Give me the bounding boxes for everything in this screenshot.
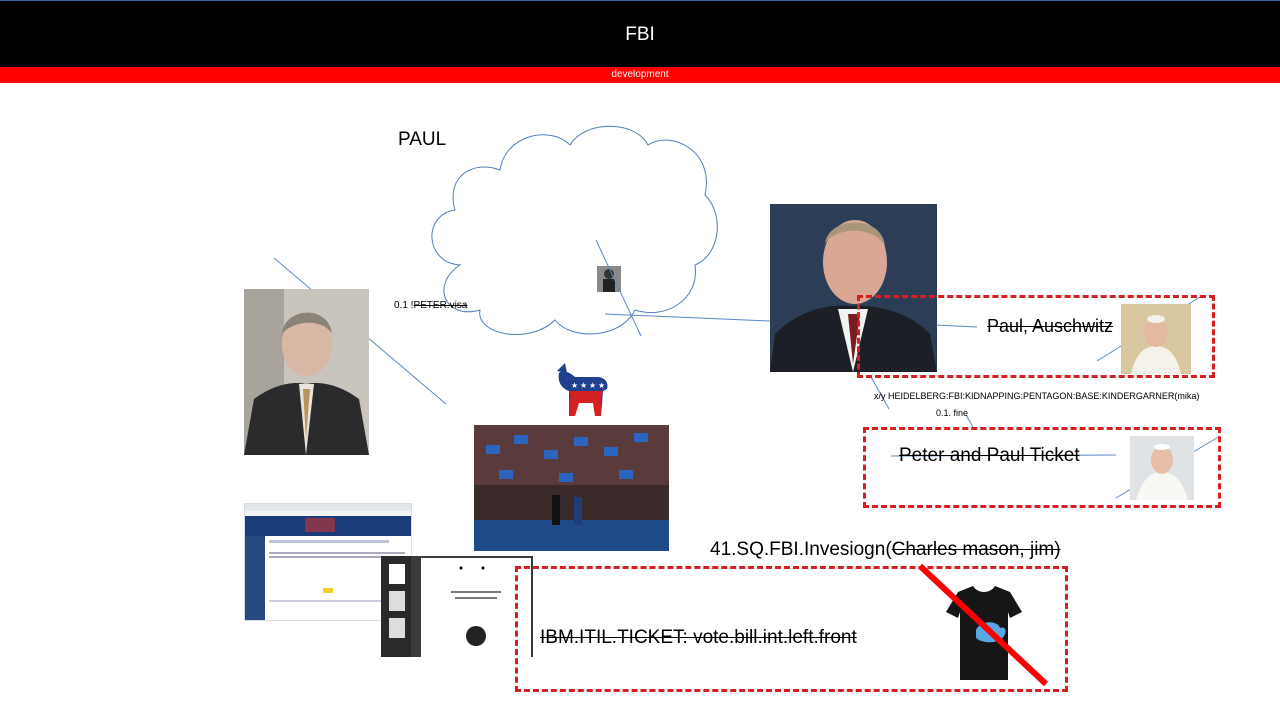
cloud-shape [431,125,718,335]
investigation-struck: Charles mason, jim) [891,539,1061,560]
svg-text:★: ★ [571,381,578,390]
header-bar [0,0,1280,67]
democratic-donkey-logo: ★★★★ [553,361,611,418]
page-title: FBI [625,24,655,45]
investigation-label: 41.SQ.FBI.Invesiogn(Charles mason, jim) [710,539,1061,561]
convention-crowd-photo [474,425,669,551]
ticket-box [863,427,1221,508]
path-label: x/y HEIDELBERG:FBI:KIDNAPPING:PENTAGON:B… [874,391,1200,401]
paul-auschwitz-label: Paul, Auschwitz [987,316,1114,336]
cloud-label: PAUL [398,129,447,150]
ticket-label: Peter and Paul Ticket [899,445,1080,466]
peter-visa-prefix: 0.1 ! [394,300,414,311]
page-subtitle: development [611,69,669,80]
peter-visa-struck: PETER.visa [413,300,468,311]
svg-text:★: ★ [598,381,605,390]
svg-text:★: ★ [589,381,596,390]
pdf-viewer-screenshot [381,556,533,657]
investigation-prefix: 41.SQ.FBI.Invesiogn( [710,539,892,560]
accent-bar [0,67,1280,83]
small-figure-photo [597,266,621,292]
man-in-suit-photo [244,289,369,455]
tshirt-crossed-out [917,562,1050,688]
svg-text:★: ★ [580,381,587,390]
pope-photo-small [1121,304,1191,374]
politician-portrait-photo [770,204,937,372]
fine-label: 0.1. fine [936,408,969,418]
paul-auschwitz-box [857,295,1215,378]
ibm-ticket-box [515,566,1068,692]
peter-visa-label: 0.1 !PETER.visa [394,300,467,311]
ibm-ticket-label: IBM.ITIL.TICKET: vote.bill.int.left.fron… [540,627,857,648]
pope-photo-second [1130,436,1194,500]
